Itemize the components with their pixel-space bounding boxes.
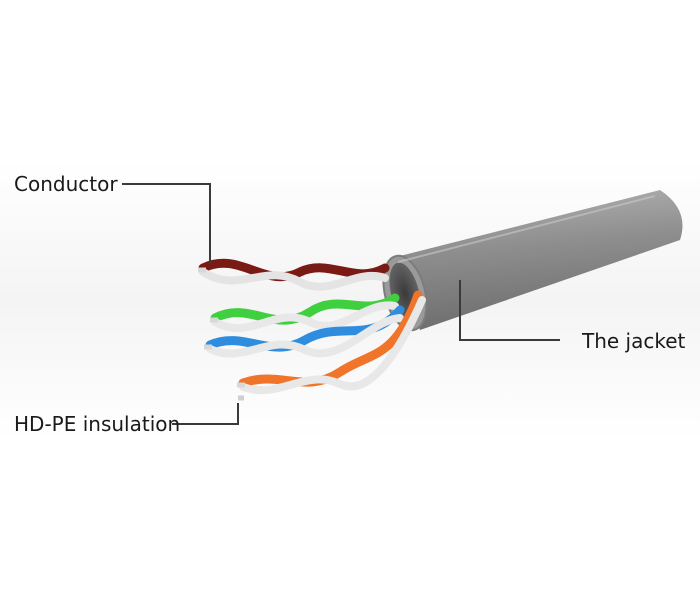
conductor-leader-line [122, 183, 211, 264]
insulation-leader-line [172, 403, 239, 425]
pair-green [210, 293, 400, 333]
pair-brown [198, 258, 390, 291]
conductor-label: Conductor [14, 172, 118, 196]
insulation-label: HD-PE insulation [14, 412, 180, 436]
twisted-pairs [198, 258, 426, 401]
pair-blue [204, 305, 405, 358]
pair-orange [237, 290, 426, 401]
jacket-label: The jacket [581, 329, 686, 353]
background-panel [0, 160, 700, 440]
jacket-leader-line [459, 280, 560, 341]
